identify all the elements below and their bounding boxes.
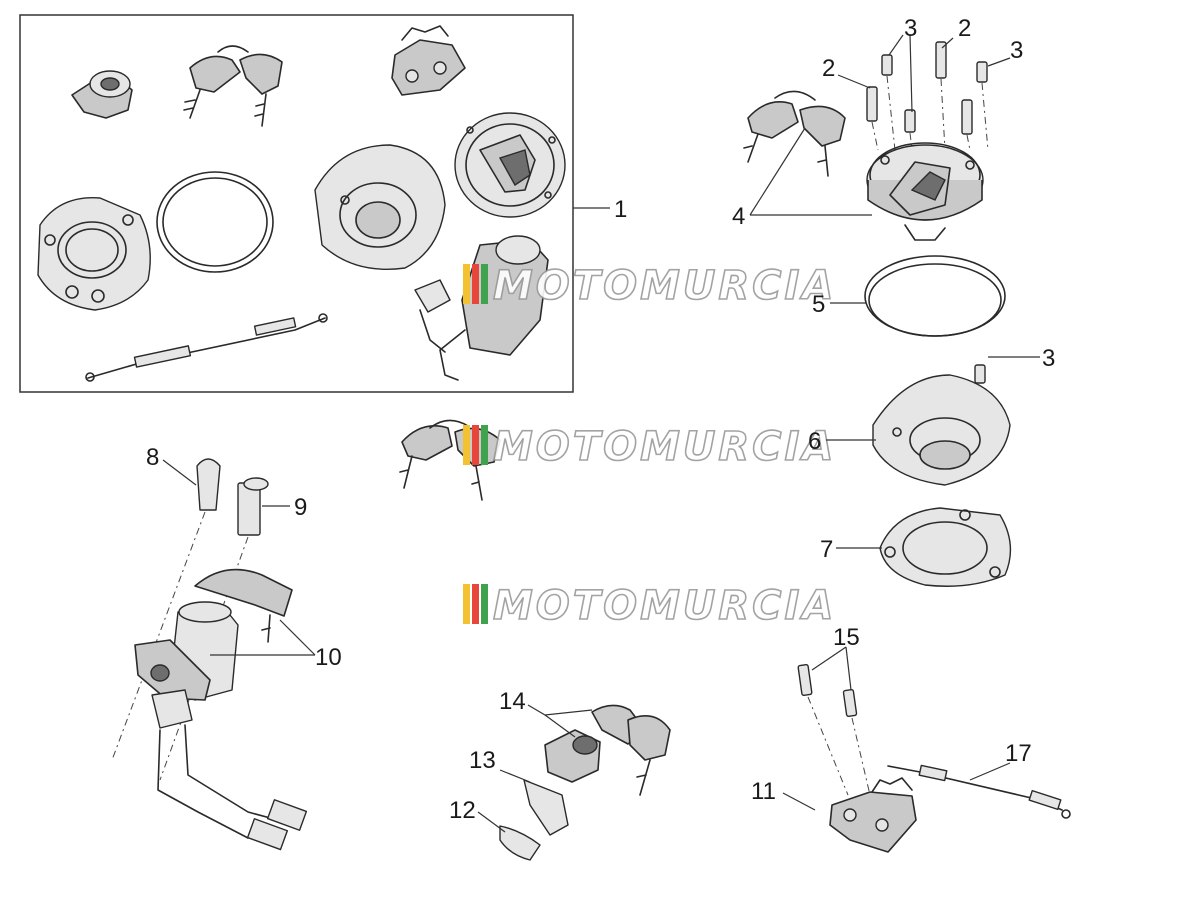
leader-lines (162, 34, 1040, 833)
callout-5: 5 (812, 291, 825, 318)
watermark-bottom: MOTOMURCIA (463, 582, 836, 630)
kit-flange-housing (314, 144, 446, 271)
fuel-cap-assembly (866, 142, 984, 241)
kit-lock-cylinder (71, 70, 133, 119)
callout-6: 6 (808, 428, 821, 455)
callout-11: 11 (751, 778, 776, 805)
kit-keys (183, 45, 283, 127)
callout-1: 1 (614, 196, 627, 223)
svg-text:MOTOMURCIA: MOTOMURCIA (493, 263, 836, 309)
svg-text:MOTOMURCIA: MOTOMURCIA (493, 583, 836, 629)
callout-12: 12 (449, 797, 476, 824)
kit-latch (391, 25, 466, 96)
callout-8: 8 (146, 444, 159, 471)
pins (111, 458, 269, 781)
callout-9: 9 (294, 494, 307, 521)
ignition-switch-assembly (134, 568, 308, 851)
seat-lock-set (499, 704, 671, 861)
seal-ring-5 (864, 255, 1006, 337)
kit-frame (19, 14, 574, 393)
watermark-top: MOTOMURCIA (463, 262, 836, 310)
kit-base-plate (37, 197, 151, 311)
callout-3a: 3 (904, 15, 917, 42)
callout-7: 7 (820, 536, 833, 563)
kit-release-cable (85, 313, 328, 382)
callout-10: 10 (315, 644, 342, 671)
watermark-middle: MOTOMURCIA (463, 423, 836, 471)
seat-latch-assembly (797, 664, 1071, 853)
callout-4: 4 (732, 203, 745, 230)
flange-6 (872, 364, 1011, 486)
cap-screws (866, 41, 989, 151)
callout-13: 13 (469, 747, 496, 774)
svg-text:MOTOMURCIA: MOTOMURCIA (493, 424, 836, 470)
callout-2b: 2 (958, 15, 971, 42)
callout-17: 17 (1005, 740, 1032, 767)
cap-keys (743, 90, 846, 177)
callout-14: 14 (499, 688, 526, 715)
kit-seal-ring (156, 171, 274, 273)
plate-7 (879, 507, 1012, 587)
callout-15: 15 (833, 624, 860, 651)
kit-fuel-cap (454, 112, 566, 218)
callout-labels: 1 2 2 3 3 3 4 5 6 7 8 9 10 11 12 13 14 1… (146, 15, 1055, 824)
callout-3c: 3 (1042, 345, 1055, 372)
callout-2a: 2 (822, 55, 835, 82)
callout-3b: 3 (1010, 37, 1023, 64)
